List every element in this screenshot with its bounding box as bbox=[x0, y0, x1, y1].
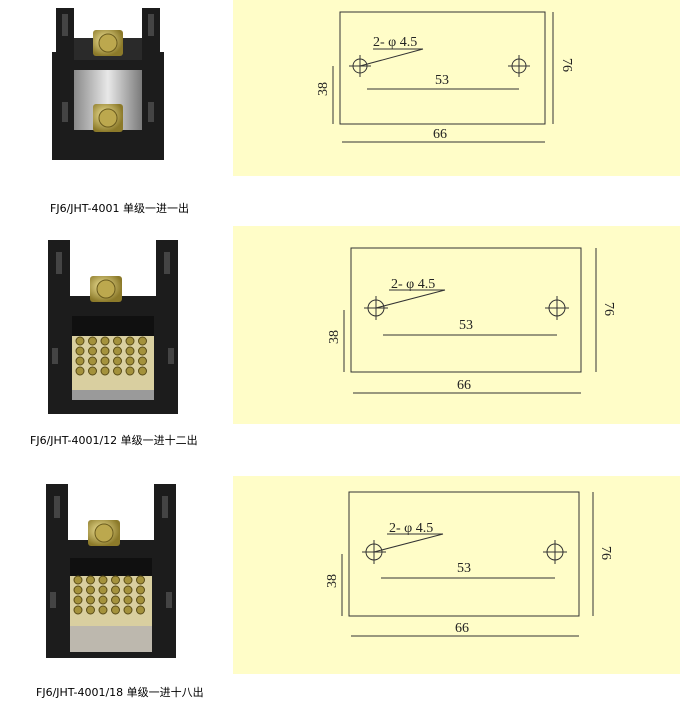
outlet-screw bbox=[100, 366, 110, 376]
outer-height-label-3: 76 bbox=[598, 546, 613, 560]
outlet-screw bbox=[88, 336, 97, 346]
outlet-screw bbox=[100, 346, 110, 356]
outlet-screw bbox=[86, 575, 95, 585]
outlet-screw bbox=[98, 595, 108, 605]
terminal-block-image bbox=[46, 484, 176, 658]
outlet-screw bbox=[123, 595, 133, 605]
outlet-screw bbox=[88, 356, 97, 366]
outlet-screw bbox=[111, 575, 120, 585]
outlet-screw bbox=[73, 575, 83, 585]
outlet-screw bbox=[138, 346, 147, 356]
outlet-screw bbox=[86, 605, 95, 615]
outlet-screw bbox=[75, 366, 85, 376]
outlet-screw bbox=[125, 366, 135, 376]
width-label-2: 66 bbox=[457, 378, 471, 393]
outlet-screw bbox=[86, 585, 95, 595]
product-caption-2: FJ6/JHT-4001/12 单级一进十二出 bbox=[30, 434, 198, 447]
outlet-screw bbox=[73, 605, 83, 615]
outlet-screw bbox=[125, 336, 135, 346]
holes-label-2: 2- φ 4.5 bbox=[391, 277, 435, 292]
drawing-svg-2: 2- φ 4.5 53 38 66 76 bbox=[327, 247, 616, 394]
outlet-screw bbox=[111, 585, 120, 595]
dimension-drawing-2: 2- φ 4.5 53 38 66 76 bbox=[233, 226, 680, 424]
outer-height-label-1: 76 bbox=[559, 58, 574, 72]
outlet-screw bbox=[75, 346, 85, 356]
outlet-screw bbox=[113, 366, 122, 376]
hole-spacing-label-2: 53 bbox=[459, 318, 473, 333]
drawing-svg-3: 2- φ 4.5 53 38 66 76 bbox=[325, 491, 613, 637]
terminal-block-image bbox=[52, 8, 164, 160]
outlet-screw bbox=[136, 585, 145, 595]
outlet-screw bbox=[88, 346, 97, 356]
hole-spacing-label-3: 53 bbox=[457, 561, 471, 576]
outlet-screw bbox=[136, 575, 145, 585]
outlet-screw bbox=[123, 605, 133, 615]
outlet-screw bbox=[75, 336, 85, 346]
outlet-screw bbox=[138, 336, 147, 346]
product-photo-3 bbox=[44, 484, 178, 665]
outlet-screw bbox=[113, 356, 122, 366]
outlet-screw bbox=[86, 595, 95, 605]
width-label-3: 66 bbox=[455, 621, 469, 636]
outlet-screw bbox=[73, 595, 83, 605]
outlet-screw bbox=[113, 346, 122, 356]
hole-spacing-label-1: 53 bbox=[435, 73, 449, 88]
outlet-screw bbox=[98, 575, 108, 585]
outlet-screw bbox=[73, 585, 83, 595]
drawing-svg-1: 2- φ 4.5 53 38 66 76 bbox=[316, 11, 574, 143]
outlet-screw bbox=[98, 585, 108, 595]
height-label-2: 38 bbox=[327, 330, 342, 344]
outlet-screw bbox=[100, 336, 110, 346]
outlet-screw bbox=[138, 366, 147, 376]
product-caption-3: FJ6/JHT-4001/18 单级一进十八出 bbox=[36, 686, 204, 699]
outlet-screw bbox=[98, 605, 108, 615]
outer-height-label-2: 76 bbox=[601, 302, 616, 316]
holes-label-3: 2- φ 4.5 bbox=[389, 521, 433, 536]
outlet-screw bbox=[111, 595, 120, 605]
dimension-drawing-1: 2- φ 4.5 53 38 66 76 bbox=[233, 0, 680, 176]
outlet-screw bbox=[136, 605, 145, 615]
outlet-screw bbox=[111, 605, 120, 615]
outlet-screw bbox=[138, 356, 147, 366]
outlet-screw bbox=[123, 585, 133, 595]
outlet-screw bbox=[75, 356, 85, 366]
outlet-screw bbox=[123, 575, 133, 585]
outlet-screw bbox=[136, 595, 145, 605]
terminal-block-image bbox=[48, 240, 178, 414]
height-label-3: 38 bbox=[325, 574, 340, 588]
dimension-drawing-3: 2- φ 4.5 53 38 66 76 bbox=[233, 476, 680, 674]
holes-label-1: 2- φ 4.5 bbox=[373, 35, 417, 50]
product-photo-2 bbox=[46, 240, 180, 421]
outlet-screw bbox=[100, 356, 110, 366]
outlet-screw bbox=[125, 346, 135, 356]
outlet-screw bbox=[113, 336, 122, 346]
height-label-1: 38 bbox=[316, 82, 331, 96]
product-caption-1: FJ6/JHT-4001 单级一进一出 bbox=[50, 202, 189, 215]
width-label-1: 66 bbox=[433, 127, 447, 142]
product-photo-1 bbox=[48, 8, 168, 168]
outlet-screw bbox=[88, 366, 97, 376]
outlet-screw bbox=[125, 356, 135, 366]
